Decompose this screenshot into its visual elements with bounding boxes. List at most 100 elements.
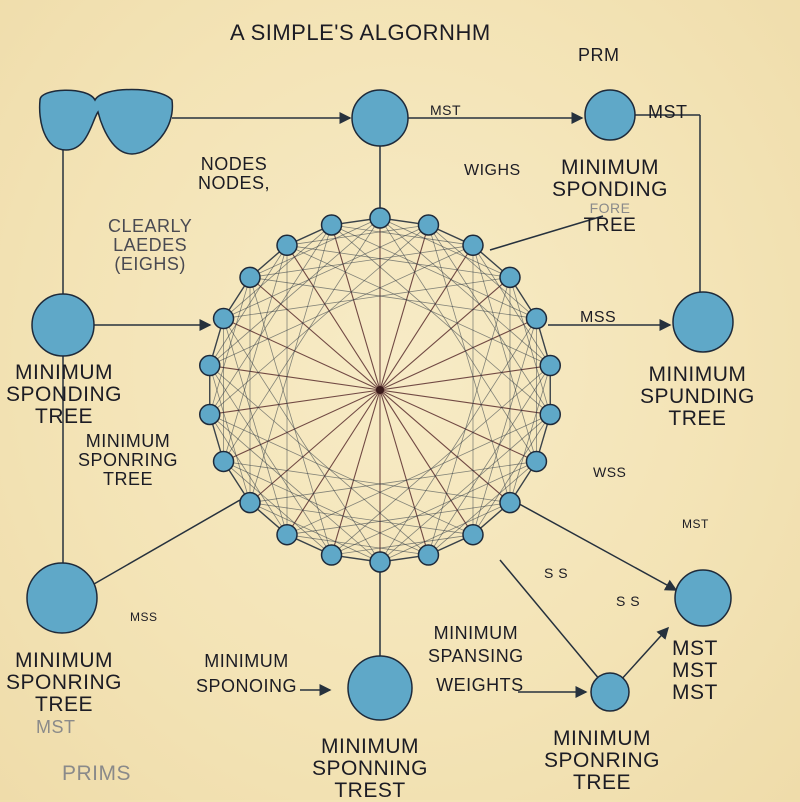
outer-node — [31, 293, 95, 357]
label-minimum-spanning-tree-left-2: MINIMUM SPONRING TREE — [78, 431, 179, 489]
hub-edge — [379, 276, 511, 391]
outer-edge — [93, 499, 241, 585]
ring-edge — [286, 244, 551, 366]
ring-edge — [428, 461, 537, 556]
ring-node — [212, 450, 235, 473]
big-nodes — [26, 88, 734, 721]
label-nodes: NODES NODES, — [198, 154, 271, 193]
ring-edge — [249, 502, 381, 563]
label-minimum-spanning-bottom-center: MINIMUM SPONOING — [196, 651, 298, 696]
outer-node — [26, 562, 98, 634]
ring-edge — [209, 365, 251, 503]
ring-edge — [509, 365, 551, 503]
outer-node — [590, 672, 630, 712]
ring-node — [417, 544, 440, 566]
hub-edge — [379, 389, 511, 504]
ring-edge — [428, 224, 537, 319]
ring-node — [276, 523, 298, 546]
ring-edge — [379, 217, 537, 462]
ring-edge — [223, 461, 332, 556]
ring-node — [499, 491, 521, 514]
hub-center — [376, 386, 384, 394]
ring-node — [417, 214, 440, 236]
ring-nodes — [199, 207, 561, 573]
outer-node — [347, 655, 413, 721]
label-prims: PRIMS — [62, 762, 132, 785]
outer-node — [674, 569, 732, 627]
label-minimum-spanning-tree-bottom-right: MINIMUM SPONRING TREE — [544, 727, 661, 795]
ring-edge — [331, 224, 474, 246]
ring-edge — [331, 224, 537, 319]
outer-edge — [489, 215, 604, 251]
ring-edge — [331, 534, 474, 556]
ring-edge — [209, 224, 429, 415]
label-wss: WSS — [593, 464, 627, 480]
ring-edge — [223, 461, 511, 504]
label-wighs: WIGHS — [464, 162, 521, 179]
ring-edge — [249, 461, 537, 504]
ring-node — [462, 523, 484, 546]
ring-node — [239, 491, 261, 514]
ring-node — [320, 544, 343, 566]
outer-node — [351, 89, 409, 147]
ring-node — [525, 450, 548, 473]
hub-edge — [379, 224, 429, 391]
label-mst-top-left: MST — [430, 102, 462, 118]
ring-edge — [379, 318, 537, 563]
ring-node — [462, 234, 484, 257]
outer-edges — [62, 112, 701, 698]
ring-node — [525, 307, 548, 330]
ring-edge — [249, 276, 537, 319]
label-s-s-arrow: S S — [616, 593, 641, 609]
label-prm: PRM — [578, 45, 620, 65]
label-s-s: S S — [544, 565, 569, 581]
diagram-title: A SIMPLE'S ALGORNHM — [230, 20, 491, 45]
ring-node — [369, 551, 391, 573]
ring-edge — [223, 276, 511, 319]
ring-edge — [209, 365, 429, 556]
ring-edge — [209, 414, 474, 536]
ring-edge — [209, 277, 251, 415]
label-mss-right: MSS — [580, 309, 617, 326]
binocular-shape — [38, 88, 174, 155]
ring-node — [239, 266, 261, 289]
ring-edge — [209, 244, 474, 366]
ring-edge — [472, 414, 551, 535]
hub-edge — [249, 276, 381, 391]
label-mss-bottom-left: MSS — [130, 610, 158, 624]
label-mst-small: MST — [682, 517, 709, 531]
ring-edge — [286, 414, 551, 536]
ring-node — [369, 207, 391, 229]
ring-edge — [223, 224, 332, 319]
ring-edge — [331, 224, 551, 415]
ring-node — [539, 354, 561, 377]
label-minimum-spanning-tree-top-right: MINIMUM SPONDING FORE TREE — [552, 156, 669, 236]
ring-edge — [223, 318, 381, 563]
hub-edge — [331, 224, 381, 391]
ring-edge — [331, 365, 551, 556]
outer-node — [584, 89, 636, 141]
hub-edge — [249, 389, 381, 504]
outer-edge — [511, 499, 678, 591]
ring-node — [212, 307, 235, 330]
ring-edge — [249, 217, 381, 278]
outer-node — [672, 291, 734, 353]
label-minimum-spanning-tree-bottom: MINIMUM SPONNING TREST — [312, 735, 429, 802]
label-minimum-spanning-tree-left: MINIMUM SPONDING TREE — [6, 361, 123, 429]
label-minimum-spanning-weights: MINIMUM SPANSING WEIGHTS — [428, 623, 524, 695]
ring-edge — [209, 414, 288, 535]
label-clearly: CLEARLY LAEDES (EIGHS) — [108, 216, 193, 274]
ring-edge — [509, 277, 551, 415]
label-minimum-spanning-tree-bottom-left: MINIMUM SPONRING TREE — [6, 649, 123, 717]
hub-edge — [331, 389, 381, 556]
label-mst-faded: MST — [36, 717, 76, 737]
ring-node — [199, 354, 221, 377]
ring-node — [499, 266, 521, 289]
ring-edge — [209, 245, 288, 366]
ring-edge — [249, 244, 474, 278]
ring-node — [199, 403, 221, 426]
ring-edge — [286, 244, 511, 278]
outer-edge — [499, 559, 601, 681]
binocular-node — [38, 88, 174, 155]
